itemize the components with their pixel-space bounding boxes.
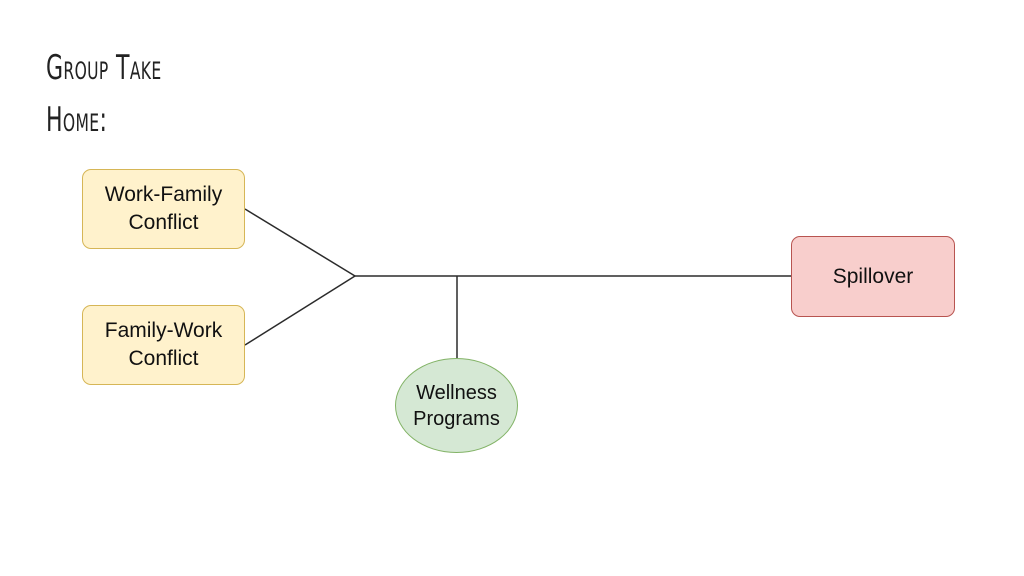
node-spillover: Spillover [791, 236, 955, 317]
node-work-family-conflict: Work-Family Conflict [82, 169, 245, 249]
title-line-2: Home: [46, 100, 108, 140]
node-label: Programs [413, 407, 500, 430]
node-label: Work-Family [104, 183, 223, 206]
node-family-work-conflict: Family-Work Conflict [82, 305, 245, 385]
node-wellness-programs: Wellness Programs [395, 358, 518, 453]
node-label: Wellness [416, 381, 497, 404]
connector-work-family-to-junction [244, 208, 356, 277]
slide-title: Group Take Home: [46, 42, 190, 146]
title-line-1: Group Take [46, 48, 162, 88]
node-label: Conflict [128, 347, 199, 370]
node-label: Spillover [832, 264, 914, 288]
node-label: Conflict [128, 211, 199, 234]
connector-family-work-to-junction [244, 275, 356, 346]
node-label: Family-Work [104, 319, 223, 342]
